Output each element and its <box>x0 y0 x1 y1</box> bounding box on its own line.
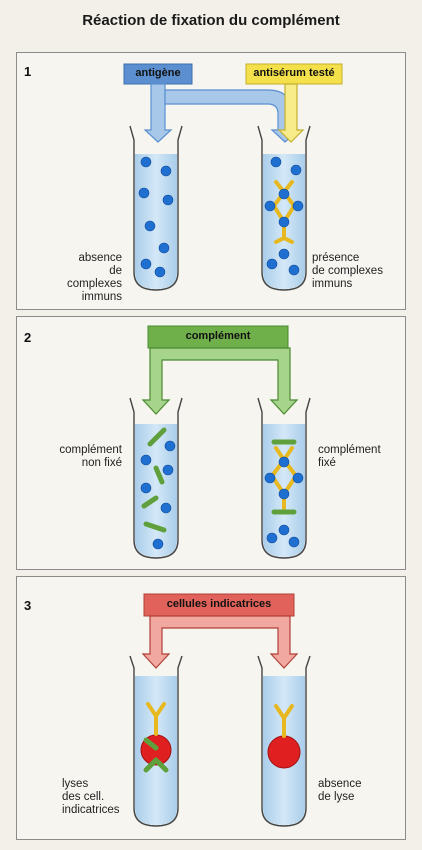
antigen-dots-left <box>138 156 174 278</box>
antigen-dots-panel2-left <box>140 440 176 550</box>
complement-arrow <box>141 347 299 415</box>
immune-complex-fixed-complement <box>264 439 304 548</box>
tube-2-left <box>129 397 183 559</box>
panel-3-number: 3 <box>24 598 32 613</box>
antiserum-arrow <box>277 83 305 143</box>
antigen-box-label: antigène <box>135 67 181 79</box>
antiserum-box-label: antisérum testé <box>253 67 335 79</box>
complement-box-label: complément <box>185 330 251 342</box>
diagram-title: Réaction de fixation du complément <box>82 12 340 29</box>
intact-indicator-cell <box>267 704 301 769</box>
lysed-indicator-cell <box>140 702 172 773</box>
tube-1-left <box>129 125 183 291</box>
panel-1-number: 1 <box>24 64 32 79</box>
complement-rods-free <box>141 427 167 533</box>
panel-2-number: 2 <box>24 330 32 345</box>
indicator-arrow <box>141 615 299 669</box>
immune-complex-right-1 <box>264 156 304 276</box>
indicator-cells-box-label: cellules indicatrices <box>166 598 272 610</box>
panel-1 <box>16 52 406 310</box>
antigen-branch-arrow <box>164 89 300 143</box>
